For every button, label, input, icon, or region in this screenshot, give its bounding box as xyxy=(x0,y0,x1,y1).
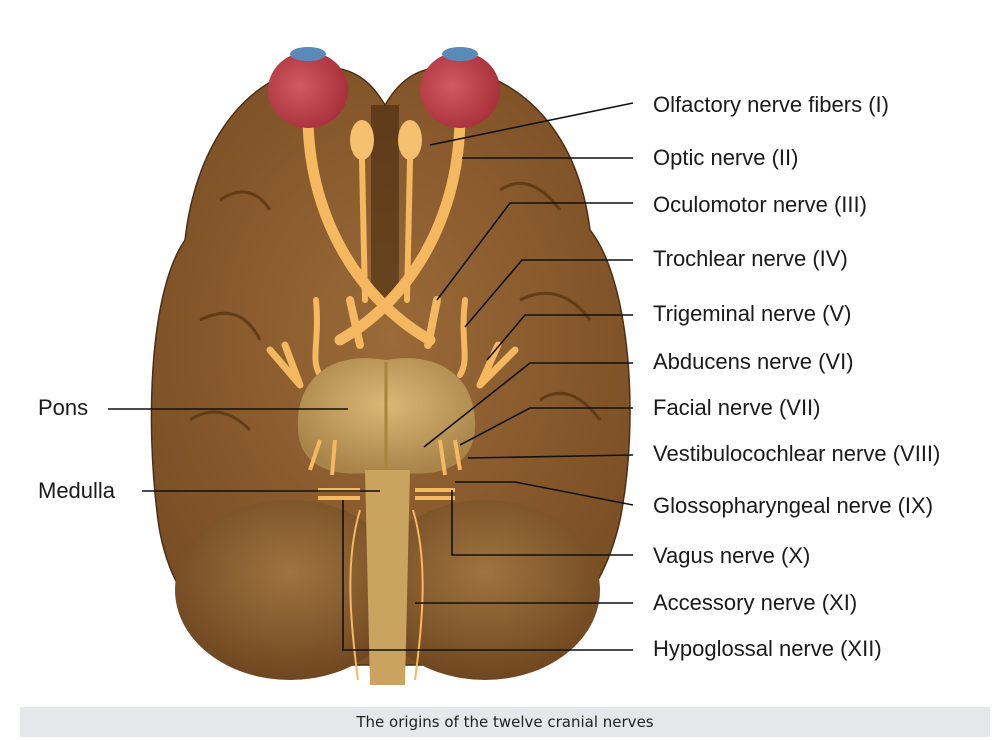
label-optic: Optic nerve (II) xyxy=(653,145,799,170)
leader-lines xyxy=(108,102,634,651)
label-trochlear: Trochlear nerve (IV) xyxy=(653,246,848,271)
eye-right xyxy=(420,47,500,128)
nerves xyxy=(266,114,519,389)
olfactory-bulb-left xyxy=(350,120,374,160)
label-medulla: Medulla xyxy=(38,478,116,503)
label-vestibulocochlear: Vestibulocochlear nerve (VIII) xyxy=(653,441,941,466)
label-trigeminal: Trigeminal nerve (V) xyxy=(653,301,852,326)
cerebellum-right xyxy=(370,500,600,680)
label-abducens: Abducens nerve (VI) xyxy=(653,349,854,374)
label-hypoglossal: Hypoglossal nerve (XII) xyxy=(653,636,882,661)
label-pons: Pons xyxy=(38,395,89,420)
label-glossopharyngeal: Glossopharyngeal nerve (IX) xyxy=(653,493,934,518)
label-vagus: Vagus nerve (X) xyxy=(653,543,811,568)
olfactory-bulb-right xyxy=(398,120,422,160)
label-olfactory: Olfactory nerve fibers (I) xyxy=(653,92,889,117)
eye-left xyxy=(268,47,348,128)
label-facial: Facial nerve (VII) xyxy=(653,395,821,420)
label-accessory: Accessory nerve (XI) xyxy=(653,590,858,615)
cerebellum-left xyxy=(175,500,405,680)
figure-caption: The origins of the twelve cranial nerves xyxy=(20,707,990,737)
medulla xyxy=(365,470,410,685)
label-oculomotor: Oculomotor nerve (III) xyxy=(653,192,867,217)
